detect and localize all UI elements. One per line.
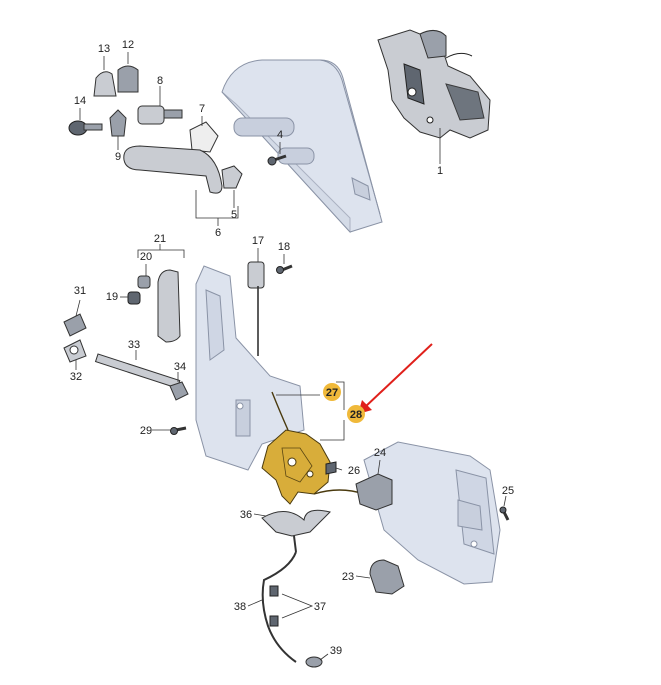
callout-label-19: 19 [106, 291, 118, 303]
callout-label-20: 20 [140, 251, 152, 263]
callout-label-21: 21 [154, 233, 166, 245]
callout-label-24: 24 [374, 447, 386, 459]
callout-label-32: 32 [70, 371, 82, 383]
callout-label-25: 25 [502, 485, 514, 497]
callout-label-6: 6 [215, 227, 221, 239]
callout-label-27: 27 [326, 387, 338, 399]
lower-cable-parts [261, 509, 331, 668]
latch-bracket-part [377, 29, 491, 139]
callout-label-5: 5 [231, 209, 237, 221]
callout-label-12: 12 [122, 39, 134, 51]
callout-label-1: 1 [437, 165, 443, 177]
callout-label-18: 18 [278, 241, 290, 253]
body-pillar-panel [363, 441, 501, 585]
inner-handle-parts [127, 261, 293, 356]
upper-door-panel [221, 59, 383, 234]
callout-highlight-28 [347, 405, 365, 423]
callout-label-34: 34 [174, 361, 186, 373]
callout-label-8: 8 [157, 75, 163, 87]
striker-parts [63, 313, 189, 435]
screw-25 [499, 506, 510, 521]
callout-label-26: 26 [348, 465, 360, 477]
door-lock-mechanism [261, 391, 365, 505]
callout-highlight-27 [323, 383, 341, 401]
callout-label-4: 4 [277, 129, 283, 141]
callout-label-13: 13 [98, 43, 110, 55]
outer-handle-parts [68, 65, 287, 194]
callout-label-29: 29 [140, 425, 152, 437]
callout-label-28: 28 [350, 409, 362, 421]
lower-door-panel [195, 265, 305, 471]
callout-label-14: 14 [74, 95, 86, 107]
rear-latch-part [355, 473, 393, 511]
red-pointer-arrow [358, 343, 433, 414]
callout-label-7: 7 [199, 103, 205, 115]
callout-label-23: 23 [342, 571, 354, 583]
callout-label-37: 37 [314, 601, 326, 613]
leader-lines [75, 52, 507, 661]
callout-label-38: 38 [234, 601, 246, 613]
callout-label-31: 31 [74, 285, 86, 297]
lower-striker-part [369, 559, 405, 595]
callout-label-17: 17 [252, 235, 264, 247]
callout-label-36: 36 [240, 509, 252, 521]
callout-label-9: 9 [115, 151, 121, 163]
callout-label-33: 33 [128, 339, 140, 351]
callout-label-39: 39 [330, 645, 342, 657]
